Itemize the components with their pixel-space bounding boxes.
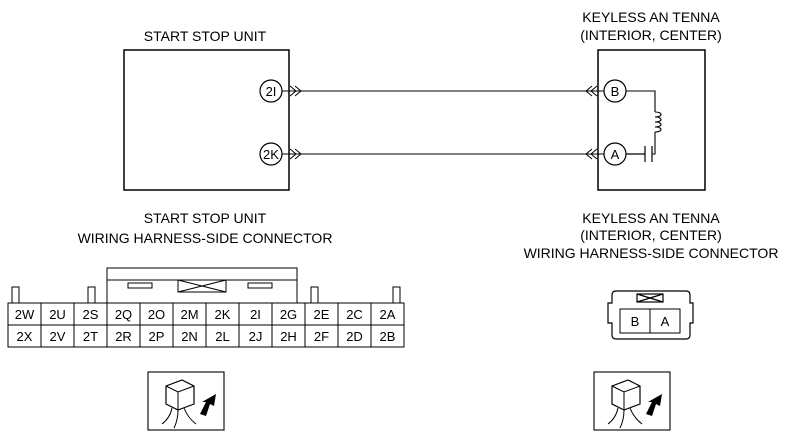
keyless-antenna-title-line2: (INTERIOR, CENTER) [580,27,722,43]
ssu-connector-pin-2k: 2K [205,302,240,326]
ssu-connector-grid: 2W 2U 2S 2Q 2O 2M 2K 2I 2G 2E 2C 2A 2X 2V 2T 2R 2P 2N 2L 2J… [7,302,405,348]
ssu-connector-pin-label: 2C [346,307,363,322]
ssu-connector-pin-2g: 2G [271,302,306,326]
ssu-connector-pin-2l: 2L [205,324,240,348]
ssu-connector-pin-label: 2B [380,329,396,344]
ssu-connector-pin-label: 2L [215,329,229,344]
ssu-connector-pin-2u: 2U [40,302,75,326]
start-stop-unit-box [123,49,290,191]
antenna-connector-title-line3: WIRING HARNESS-SIDE CONNECTOR [524,245,779,261]
ssu-connector-title-line1: START STOP UNIT [144,210,267,226]
terminal-a: A [603,142,627,166]
ssu-connector-pin-label: 2F [314,329,329,344]
ssu-connector-pin-label: 2U [49,307,66,322]
ssu-connector-pin-2b: 2B [370,324,405,348]
terminal-b: B [603,79,627,103]
ssu-connector-pin-label: 2W [15,307,35,322]
ssu-connector-pin-2c: 2C [337,302,372,326]
antenna-connector-shell [607,290,694,340]
terminal-b-label: B [611,84,620,99]
antenna-connector-cell-a: A [649,308,681,334]
antenna-connector-title-line1: KEYLESS AN TENNA [582,210,720,226]
ssu-connector-pin-2e: 2E [304,302,339,326]
ssu-connector-pin-2o: 2O [139,302,174,326]
antenna-coil-icon [626,90,662,155]
ssu-connector-title-line2: WIRING HARNESS-SIDE CONNECTOR [78,230,333,246]
ssu-connector-pin-label: 2G [280,307,297,322]
ssu-connector-pin-2i: 2I [238,302,273,326]
terminal-2k: 2K [259,142,283,166]
ssu-connector-pin-label: 2S [83,307,99,322]
keyless-antenna-box [597,49,706,191]
ssu-connector-pin-label: 2X [17,329,33,344]
ssu-connector-pin-label: 2H [280,329,297,344]
ssu-connector-pin-2m: 2M [172,302,207,326]
ssu-connector-pin-2a: 2A [370,302,405,326]
keyless-antenna-title-line1: KEYLESS AN TENNA [582,9,720,25]
harness-view-icon-right [593,371,671,431]
start-stop-unit-title: START STOP UNIT [144,28,267,44]
ssu-connector-pin-2d: 2D [337,324,372,348]
terminal-2i-label: 2I [266,84,277,99]
ssu-connector-pin-label: 2A [380,307,396,322]
ssu-connector-pin-2x: 2X [7,324,42,348]
ssu-connector-pin-label: 2R [115,329,132,344]
ssu-connector-pin-label: 2K [215,307,231,322]
ssu-connector-pin-2j: 2J [238,324,273,348]
antenna-connector-cell-b-label: B [631,314,640,329]
ssu-connector-pin-label: 2N [181,329,198,344]
ssu-connector-pin-2q: 2Q [106,302,141,326]
ssu-connector-pin-2h: 2H [271,324,306,348]
ssu-connector-pin-label: 2M [180,307,198,322]
ssu-connector-pin-label: 2P [149,329,165,344]
ssu-connector-pin-2s: 2S [73,302,108,326]
ssu-connector-pin-label: 2V [50,329,66,344]
ssu-connector-pin-2v: 2V [40,324,75,348]
terminal-2k-label: 2K [263,147,279,162]
ssu-connector-pin-2f: 2F [304,324,339,348]
harness-view-icon-left [147,371,225,431]
ssu-connector-pin-2p: 2P [139,324,174,348]
ssu-connector-pin-2w: 2W [7,302,42,326]
terminal-2i: 2I [259,79,283,103]
antenna-connector-cell-a-label: A [661,314,670,329]
ssu-connector-pin-label: 2D [346,329,363,344]
wire-2i-to-b [282,85,604,97]
ssu-connector-pin-label: 2E [314,307,330,322]
ssu-connector-pin-label: 2T [83,329,98,344]
ssu-connector-shell [11,267,401,304]
ssu-connector-pin-2r: 2R [106,324,141,348]
ssu-connector-pin-2t: 2T [73,324,108,348]
ssu-connector-pin-label: 2Q [115,307,132,322]
ssu-connector-pin-2n: 2N [172,324,207,348]
ssu-connector-pin-label: 2O [148,307,165,322]
terminal-a-label: A [611,147,620,162]
ssu-connector-pin-label: 2J [249,329,263,344]
antenna-connector-cell-b: B [619,308,651,334]
wire-2k-to-a [282,148,604,160]
antenna-capacitor-icon [626,146,653,162]
antenna-connector-title-line2: (INTERIOR, CENTER) [580,227,722,243]
ssu-connector-pin-label: 2I [250,307,261,322]
